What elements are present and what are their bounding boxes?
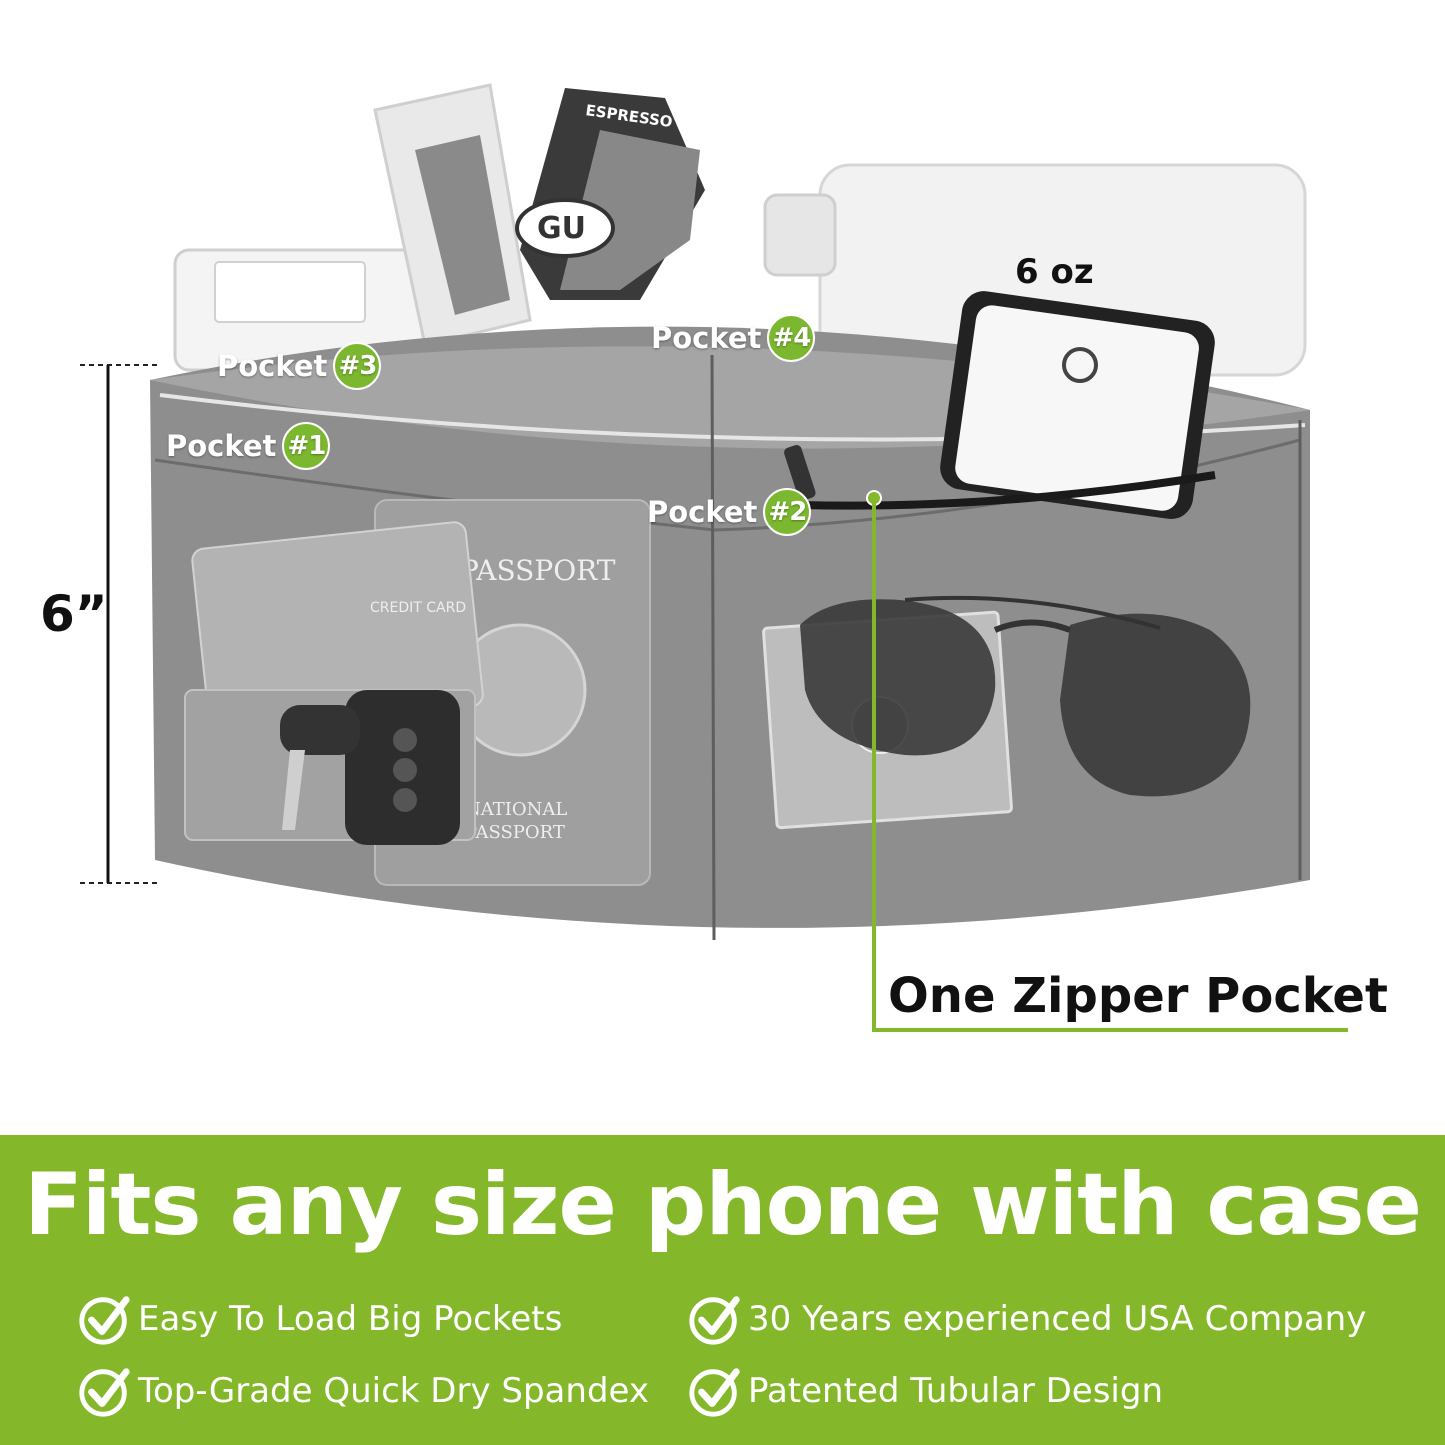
passport-footer-1: NATIONAL [465, 799, 567, 820]
feature-text-2: 30 Years experienced USA Company [748, 1299, 1367, 1339]
check-circle-icon [689, 1368, 740, 1417]
pocket-1-word: Pocket [166, 429, 277, 463]
pocket-3-label: Pocket #3 [217, 342, 382, 390]
feature-text-4: Patented Tubular Design [748, 1371, 1163, 1411]
banner-headline: Fits any size phone with case [24, 1155, 1422, 1255]
pocket-4-label: Pocket #4 [651, 314, 816, 362]
belt-illustration: GU ESPRESSO PASSPORT NATIONAL PASSPORT C… [80, 83, 1348, 1032]
height-dimension [80, 364, 160, 884]
sunglasses-icon [800, 595, 1251, 797]
passport-title: PASSPORT [460, 554, 616, 587]
feature-item-1: Easy To Load Big Pockets [76, 1290, 562, 1348]
passport-footer-2: PASSPORT [465, 822, 565, 843]
snack-bar-icon [373, 83, 532, 347]
zipper-pocket-callout: One Zipper Pocket [888, 968, 1388, 1024]
gel-pack-icon [515, 88, 705, 300]
pocket-2-word: Pocket [647, 495, 758, 529]
feature-item-2: 30 Years experienced USA Company [686, 1290, 1366, 1348]
device-icon [173, 248, 447, 372]
credit-card-text: CREDIT CARD [370, 600, 466, 616]
pocket-1-label: Pocket #1 [166, 422, 331, 470]
check-circle-icon [689, 1296, 740, 1345]
gel-brand-text: GU [537, 211, 586, 246]
pocket-4-number: #4 [767, 314, 816, 362]
zipper-callout-line [866, 490, 1348, 1032]
pocket-3-number: #3 [333, 342, 382, 390]
pocket-2-number: #2 [763, 488, 812, 536]
pocket-1-number: #1 [282, 422, 331, 470]
pocket-4-word: Pocket [651, 321, 762, 355]
check-circle-icon [79, 1368, 130, 1417]
feature-item-3: Top-Grade Quick Dry Spandex [76, 1362, 649, 1420]
feature-text-1: Easy To Load Big Pockets [138, 1299, 563, 1339]
phone-icon [940, 291, 1215, 519]
bottle-size-label: 6 oz [1015, 252, 1094, 292]
check-circle-icon [79, 1296, 130, 1345]
car-key-icon [280, 690, 460, 845]
height-label: 6” [40, 585, 108, 643]
pocket-3-word: Pocket [217, 349, 328, 383]
pocket-2-label: Pocket #2 [647, 488, 812, 536]
feature-item-4: Patented Tubular Design [686, 1362, 1163, 1420]
feature-text-3: Top-Grade Quick Dry Spandex [138, 1371, 649, 1411]
